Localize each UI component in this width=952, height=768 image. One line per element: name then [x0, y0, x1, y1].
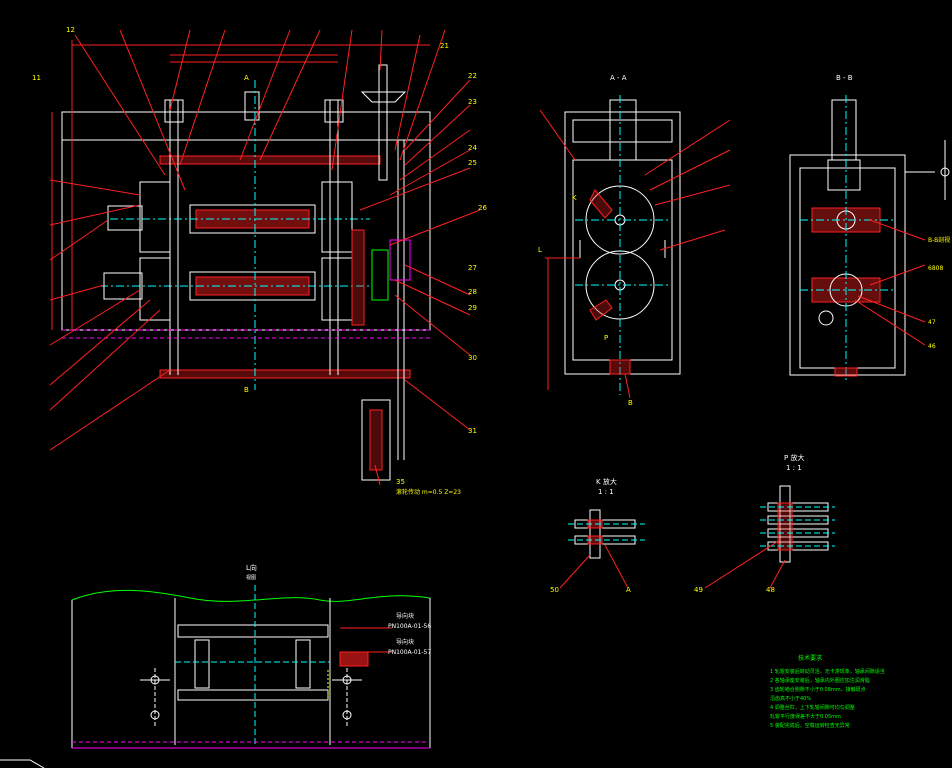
- view-l-note2-code: PN100A-01-57: [388, 649, 431, 656]
- detail-k-view: [559, 509, 645, 589]
- label-22: 22: [468, 72, 477, 80]
- section-mark-a: A: [244, 74, 249, 82]
- section-aa-labels: A - A K P B L: [538, 74, 633, 407]
- label-25: 25: [468, 159, 477, 167]
- view-l-subtitle: 视图: [246, 574, 256, 581]
- view-l-note1: 导向块: [396, 612, 414, 620]
- label-23: 23: [468, 98, 477, 106]
- detail-p-title: P 放大: [784, 453, 804, 462]
- detail-k-scale: 1 : 1: [598, 488, 614, 496]
- label-35: 35: [396, 478, 405, 486]
- note-35: 滚轮传动 m=0.5 Z=23: [396, 488, 461, 496]
- view-l: [0, 585, 431, 768]
- label-28: 28: [468, 288, 477, 296]
- section-bb-view: [789, 95, 950, 380]
- label-31: 31: [468, 427, 477, 435]
- detail-p-mark: P: [604, 334, 608, 342]
- label-12: 12: [66, 26, 75, 34]
- tech-notes-title: 技术要求: [798, 654, 822, 662]
- detail-k-mark: K: [572, 194, 577, 202]
- tech-note-5: 4 调整丝杠，上下轧辊间隙可均匀调整: [770, 704, 855, 711]
- section-bb-note: 6808: [928, 265, 943, 272]
- tech-notes: 技术要求 1 轧辊安装后转动灵活，无卡滞现象，轴承间隙适当 2 各轴承座安装后，…: [770, 654, 885, 729]
- tech-note-2: 2 各轴承座安装后，轴承内外圈应加注润滑脂: [770, 677, 870, 684]
- view-l-note2: 导向块: [396, 638, 414, 646]
- section-bb-label-47: 47: [928, 319, 936, 326]
- detail-p-scale: 1 : 1: [786, 464, 802, 472]
- section-mark-b: B: [244, 386, 249, 394]
- section-aa-bottom-label: B: [628, 399, 633, 407]
- detail-k-title: K 放大: [596, 477, 617, 486]
- section-aa-left-label: L: [538, 246, 542, 254]
- section-bb-label-46: 46: [928, 343, 936, 350]
- detail-p-view: [704, 485, 835, 589]
- label-11: 11: [32, 74, 41, 82]
- label-30: 30: [468, 354, 477, 362]
- label-26: 26: [478, 204, 487, 212]
- detail-k-left: 50: [550, 586, 559, 594]
- section-bb-title: B - B: [836, 74, 853, 82]
- detail-p-labels: P 放大 1 : 1 49 48: [694, 453, 804, 594]
- view-l-labels: L向 视图 导向块 PN100A-01-56 导向块 PN100A-01-57: [246, 563, 431, 656]
- section-aa-view: [539, 95, 731, 399]
- detail-k-right: A: [626, 586, 631, 594]
- tech-note-4: 沿齿高不小于40%: [770, 695, 811, 702]
- label-27: 27: [468, 264, 477, 272]
- view-l-title: L向: [246, 563, 257, 572]
- tech-note-3: 3 齿轮啮合侧隙不小于0.08mm，接触斑点: [770, 686, 866, 693]
- detail-p-right: 48: [766, 586, 775, 594]
- detail-p-left: 49: [694, 586, 703, 594]
- detail-k-labels: K 放大 1 : 1 50 A: [550, 477, 631, 594]
- tech-note-1: 1 轧辊安装后转动灵活，无卡滞现象，轴承间隙适当: [770, 668, 885, 675]
- main-view-labels: 12 21 22 23 24 25 26 27 28 29 30 31 11 A…: [32, 26, 487, 496]
- section-bb-label-a: B-B剖视 2: [928, 236, 952, 244]
- main-view: [49, 29, 481, 486]
- tech-note-6: 轧辊平行度误差不大于0.05mm: [770, 713, 841, 720]
- section-aa-title: A - A: [610, 74, 627, 82]
- view-l-note1-code: PN100A-01-56: [388, 623, 431, 630]
- section-bb-labels: B - B B-B剖视 2 6808 47 46: [836, 74, 952, 350]
- label-21: 21: [440, 42, 449, 50]
- label-24: 24: [468, 144, 477, 152]
- tech-note-7: 5 装配完成后，空载运转检查无异常: [770, 722, 850, 729]
- label-29: 29: [468, 304, 477, 312]
